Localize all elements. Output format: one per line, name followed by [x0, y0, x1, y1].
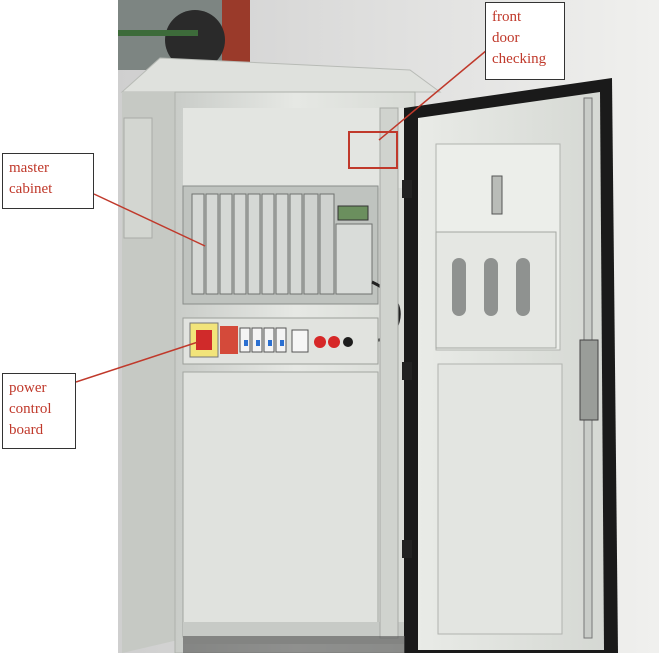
black-knob: [343, 337, 353, 347]
callout-front-door-checking: front door checking: [485, 2, 565, 80]
callout-line: board: [9, 422, 44, 438]
hinge-mid: [402, 362, 412, 380]
side-panel: [123, 117, 153, 239]
callout-line: master: [9, 160, 49, 176]
cabinet-edge: [379, 107, 399, 639]
hinge-top: [402, 180, 412, 198]
breakers: [239, 327, 287, 353]
callout-line: cabinet: [9, 181, 53, 197]
door-handle: [579, 339, 599, 421]
callout-master-cabinet: master cabinet: [2, 153, 94, 209]
cabinet-top: [120, 57, 442, 93]
lower-panel: [182, 371, 379, 638]
rack-cards: [191, 193, 335, 295]
door-lower-panel: [437, 363, 563, 635]
door-slot-3: [516, 258, 530, 316]
door-latch: [491, 175, 503, 215]
callout-power-control-board: power control board: [2, 373, 76, 449]
rack-controller: [335, 223, 373, 295]
red-lamp-1: [314, 336, 326, 348]
callout-line: power: [9, 380, 47, 396]
rack-display: [337, 205, 369, 221]
red-door-frame: [222, 0, 250, 68]
leader-power-board: [75, 341, 199, 383]
fan-silhouette: [165, 10, 225, 70]
floor-shadow: [183, 636, 405, 653]
main-switch: [189, 322, 219, 358]
hinge-bottom: [402, 540, 412, 558]
door-slot-2: [484, 258, 498, 316]
callout-line: door: [492, 30, 520, 46]
callout-line: control: [9, 401, 52, 417]
door-slot-1: [452, 258, 466, 316]
socket: [291, 329, 309, 353]
fuse-block: [220, 326, 238, 354]
leader-master-cabinet: [93, 193, 206, 247]
cabinet-inner-top: [183, 108, 405, 188]
leader-front-door: [378, 49, 488, 141]
door-check-highlight: [348, 131, 398, 169]
red-lamp-2: [328, 336, 340, 348]
green-pipe: [118, 30, 198, 36]
main-switch-handle: [196, 330, 212, 350]
callout-line: front: [492, 9, 522, 25]
callout-line: checking: [492, 51, 547, 67]
